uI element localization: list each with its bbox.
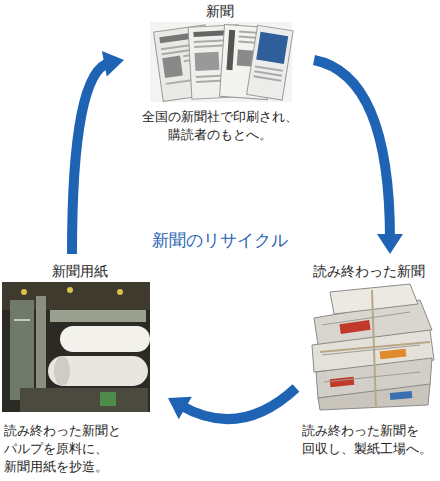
used-newspaper-pile-photo (306, 282, 438, 412)
paper-machine-photo (2, 282, 150, 412)
diagram-title: 新聞のリサイクル (0, 229, 440, 251)
stage-node: 読み終わった新聞読み終わった新聞を 回収し、製紙工場へ。 (298, 260, 440, 462)
arrow-head (377, 234, 403, 254)
arrow-head (168, 397, 192, 419)
stage-description: 全国の新聞社で印刷され、 購読者のもとへ。 (133, 108, 308, 144)
stage-node: 新聞全国の新聞社で印刷され、 購読者のもとへ。 (130, 0, 310, 148)
cycle-arrow (72, 51, 124, 254)
arrow-head (102, 51, 124, 77)
stage-heading: 新聞 (130, 2, 310, 20)
stage-description: 読み終わった新聞と パルプを原料に、 新聞用紙を抄造。 (4, 422, 129, 476)
stage-description: 読み終わった新聞を 回収し、製紙工場へ。 (302, 422, 440, 458)
newspaper-photo (150, 22, 293, 102)
arrow-line (72, 63, 110, 254)
stage-heading: 読み終わった新聞 (298, 262, 440, 280)
arrow-line (180, 388, 296, 419)
stage-heading: 新聞用紙 (0, 262, 160, 280)
cycle-arrow (168, 388, 296, 419)
cycle-arrow (314, 60, 403, 254)
stage-node: 新聞用紙読み終わった新聞と パルプを原料に、 新聞用紙を抄造。 (0, 260, 160, 480)
arrow-line (314, 60, 390, 240)
